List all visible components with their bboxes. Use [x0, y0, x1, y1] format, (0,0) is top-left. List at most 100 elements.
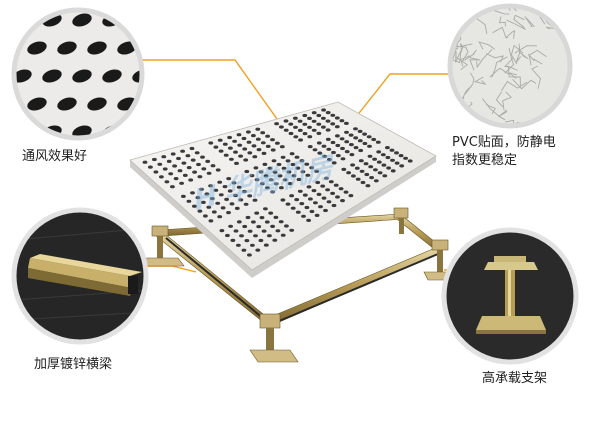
perforation-hole: [312, 148, 318, 152]
perforation-hole: [280, 155, 286, 159]
perforation-hole: [306, 185, 312, 189]
perforation-hole: [208, 141, 214, 145]
perforation-hole: [233, 193, 238, 198]
perforation-hole: [259, 182, 265, 186]
pvc-vein: [504, 119, 521, 126]
perforation-hole: [247, 194, 253, 198]
perforation-hole: [354, 166, 360, 170]
perforation-hole: [288, 131, 294, 136]
perforation-hole: [321, 144, 327, 148]
perforation-hole: [353, 127, 358, 131]
pvc-vein: [527, 53, 543, 65]
vent-hole-closeup: [14, 69, 32, 83]
perforation-hole: [264, 220, 270, 224]
perforation-hole: [270, 148, 276, 152]
perforation-hole: [311, 189, 317, 193]
perforation-hole: [296, 177, 302, 182]
perforation-hole: [325, 188, 330, 192]
pvc-vein: [513, 14, 525, 28]
perforation-hole: [186, 166, 192, 170]
perforation-hole: [357, 139, 363, 143]
perforation-hole: [161, 155, 167, 159]
perforation-hole: [325, 137, 331, 141]
perforation-hole: [279, 145, 285, 149]
vent-hole-closeup: [146, 39, 169, 57]
perforation-hole: [294, 198, 300, 202]
perforation-hole: [377, 171, 383, 175]
perforation-hole: [270, 224, 275, 228]
perforation-hole: [318, 205, 323, 209]
perforation-hole: [265, 134, 270, 138]
perforation-hole: [204, 192, 210, 196]
perforation-hole: [308, 197, 313, 201]
perforation-hole: [307, 145, 313, 149]
perforation-hole: [314, 169, 319, 173]
perforation-hole: [194, 151, 200, 155]
pvc-vein: [524, 16, 535, 28]
perforation-hole: [376, 160, 382, 164]
perforation-hole: [315, 180, 321, 185]
perforation-hole: [328, 180, 334, 184]
perforation-hole: [367, 144, 372, 148]
caption-support-text: 高承载支架: [482, 371, 548, 386]
perforation-hole: [263, 243, 269, 247]
perforation-hole: [291, 174, 297, 178]
perforation-hole: [335, 143, 341, 148]
perforation-hole: [362, 141, 368, 146]
perforation-hole: [242, 189, 247, 194]
perforation-hole: [239, 234, 244, 238]
perforation-hole: [152, 157, 157, 162]
perforation-hole: [276, 162, 282, 167]
perforation-hole: [256, 148, 262, 152]
perforation-hole: [380, 153, 386, 157]
perforation-hole: [211, 210, 217, 214]
perforation-hole: [335, 195, 340, 199]
perforation-hole: [245, 215, 251, 220]
perforation-hole: [280, 198, 286, 202]
perforation-hole: [325, 128, 331, 132]
perforation-hole: [170, 185, 175, 189]
perforation-hole: [208, 219, 214, 223]
perforation-hole: [407, 159, 413, 163]
perforation-hole: [197, 209, 203, 213]
perforation-hole: [177, 169, 183, 173]
perforation-hole: [249, 174, 255, 178]
perforation-hole: [209, 197, 215, 201]
perforation-hole: [367, 154, 373, 158]
perforation-hole: [201, 200, 206, 204]
perforation-hole: [241, 136, 247, 141]
perforation-hole: [213, 145, 219, 149]
perforation-hole: [368, 165, 374, 169]
perforation-hole: [307, 125, 312, 129]
perforation-hole: [206, 205, 212, 209]
pvc-vein: [452, 49, 462, 64]
perforation-hole: [182, 173, 188, 177]
perforation-hole: [344, 140, 350, 144]
perforation-hole: [242, 147, 248, 151]
perforation-hole: [267, 234, 272, 238]
perforation-hole: [272, 170, 278, 174]
perforation-hole: [179, 181, 185, 185]
perforation-hole: [247, 253, 252, 257]
perforation-hole: [382, 174, 388, 178]
perforation-hole: [297, 119, 303, 123]
perforation-hole: [304, 162, 310, 166]
perforation-hole: [234, 206, 240, 210]
perforation-hole: [302, 132, 308, 136]
pvc-vein: [501, 80, 528, 91]
perforation-hole: [159, 175, 164, 179]
perforation-hole: [330, 191, 335, 195]
perforation-hole: [330, 113, 336, 117]
perforation-hole: [279, 125, 284, 129]
perforation-hole: [286, 170, 292, 174]
perforation-hole: [321, 116, 326, 120]
perforation-hole: [375, 140, 381, 144]
perforation-hole: [166, 159, 172, 163]
perforation-hole: [350, 163, 355, 167]
perforation-hole: [289, 228, 295, 232]
perforation-hole: [228, 146, 233, 150]
perforation-hole: [348, 133, 354, 137]
perforation-hole: [213, 188, 219, 192]
perforation-hole: [260, 141, 266, 145]
